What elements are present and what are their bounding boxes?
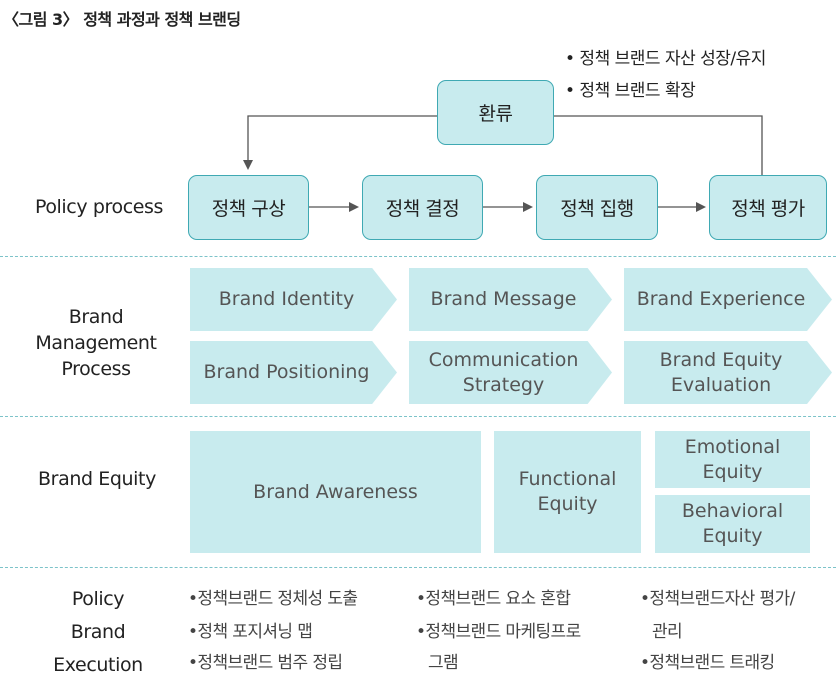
label-line: Brand: [68, 306, 124, 328]
step-policy-decision: 정책 결정: [362, 175, 483, 240]
step-label: 정책 집행: [560, 198, 634, 220]
execution-item: •정책브랜드 정체성 도출: [188, 589, 358, 609]
note-brand-extension: • 정책 브랜드 확장: [565, 81, 696, 101]
step-policy-implementation: 정책 집행: [536, 175, 658, 240]
execution-item: •정책브랜드 트래킹: [640, 653, 775, 673]
brand-identity-chevron: Brand Identity: [190, 268, 397, 331]
brand-positioning-chevron: Brand Positioning: [190, 341, 397, 404]
box-label-line: Equity: [537, 493, 598, 515]
box-label-line: Emotional: [684, 435, 781, 458]
step-label: 정책 구상: [211, 198, 286, 220]
step-policy-conception: 정책 구상: [188, 175, 309, 240]
divider: [0, 256, 836, 257]
step-label: 정책 평가: [731, 198, 805, 220]
chevron-label-line: Brand Equity: [659, 348, 783, 371]
chevron-label-line: Evaluation: [670, 373, 772, 396]
figure-title: 〈그림 3〉 정책 과정과 정책 브랜딩: [3, 10, 241, 29]
box-label: Brand Awareness: [253, 480, 418, 503]
chevron-label: Brand Identity: [218, 288, 355, 310]
box-label-line: Equity: [702, 460, 763, 483]
communication-strategy-chevron: Communication Strategy: [409, 341, 612, 404]
label-line: Policy: [71, 588, 125, 610]
chevron-label: Brand Positioning: [203, 361, 370, 383]
behavioral-equity-box: Behavioral Equity: [655, 495, 810, 553]
label-line: Process: [61, 358, 131, 380]
execution-item: 그램: [428, 653, 459, 673]
execution-item: •정책브랜드자산 평가/: [640, 589, 795, 609]
feedback-line-left: [243, 115, 437, 170]
label-line: Brand: [70, 621, 126, 643]
process-connectors: [243, 115, 763, 212]
brand-equity-evaluation-chevron: Brand Equity Evaluation: [624, 341, 832, 404]
feedback-line-right: [554, 115, 763, 175]
brand-equity-label: Brand Equity: [38, 468, 156, 490]
brand-management-label: Brand Management Process: [22, 304, 170, 382]
divider: [0, 567, 836, 568]
functional-equity-box: Functional Equity: [494, 431, 641, 553]
emotional-equity-box: Emotional Equity: [655, 431, 810, 488]
step-label: 정책 결정: [385, 198, 460, 220]
box-label-line: Behavioral: [681, 500, 784, 522]
brand-experience-chevron: Brand Experience: [624, 268, 832, 331]
policy-brand-execution-label: Policy Brand Execution: [24, 583, 172, 682]
chevron-label: Brand Message: [430, 288, 577, 310]
box-label-line: Equity: [702, 525, 763, 547]
divider: [0, 416, 836, 417]
policy-process-label: Policy process: [34, 196, 164, 218]
execution-item: 관리: [652, 622, 683, 642]
label-line: Execution: [53, 654, 143, 676]
execution-item: •정책브랜드 요소 혼합: [416, 589, 571, 609]
note-brand-growth: • 정책 브랜드 자산 성장/유지: [565, 49, 766, 69]
box-label-line: Functional: [518, 468, 617, 490]
brand-message-chevron: Brand Message: [409, 268, 612, 331]
execution-item: •정책브랜드 마케팅프로: [416, 622, 581, 642]
step-policy-evaluation: 정책 평가: [709, 175, 827, 240]
feedback-box: 환류: [437, 80, 554, 145]
brand-awareness-box: Brand Awareness: [190, 431, 481, 553]
feedback-box-label: 환류: [478, 103, 513, 125]
label-line: Management: [35, 332, 157, 354]
chevron-label-line: Strategy: [462, 373, 545, 396]
execution-item: •정책 포지셔닝 맵: [188, 622, 313, 642]
chevron-label-line: Communication: [428, 348, 579, 371]
execution-item: •정책브랜드 범주 정립: [188, 653, 343, 673]
chevron-label: Brand Experience: [636, 288, 806, 310]
